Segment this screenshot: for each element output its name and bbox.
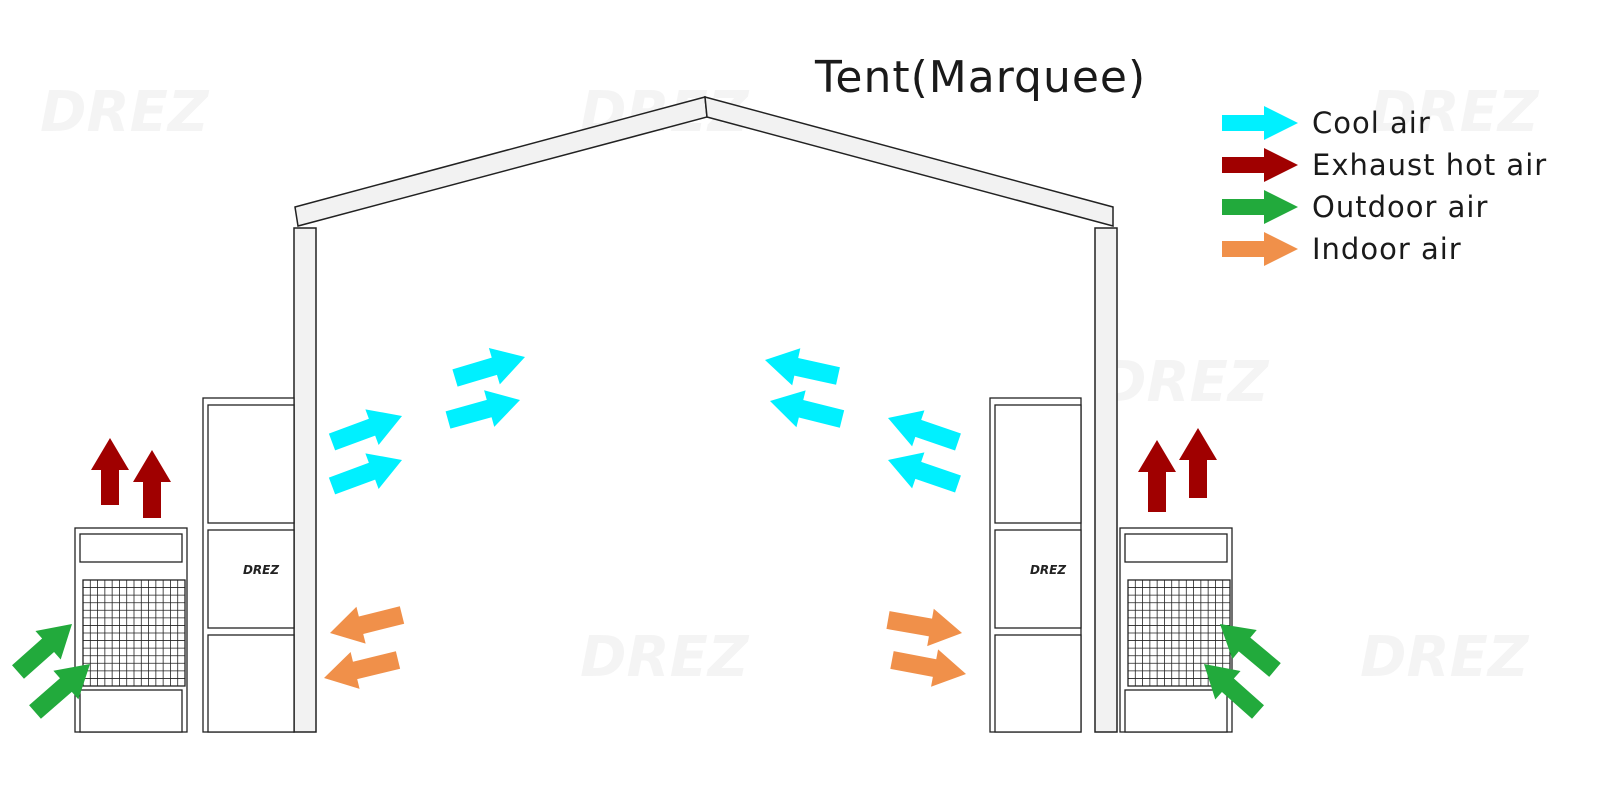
exhaust-air-arrow-icon: [1179, 428, 1217, 498]
unit-logo: DREZ: [243, 563, 279, 577]
cool-air-arrow-icon: [328, 453, 402, 495]
cool-air-arrow-icon: [445, 390, 520, 429]
watermark: DREZ: [1100, 350, 1268, 415]
cool-air-arrow-icon: [764, 348, 840, 386]
tent-pole-left: [293, 227, 317, 733]
watermark: DREZ: [1370, 80, 1538, 145]
outdoor-air-arrow-icon: [1219, 624, 1281, 677]
legend-item-outdoor-air: Outdoor air: [1222, 186, 1547, 228]
outdoor-air-arrow-icon: [1204, 663, 1264, 719]
outdoor-air-arrow-icon: [1222, 190, 1298, 224]
exhaust-air-arrow-icon: [1222, 148, 1298, 182]
legend: Cool air Exhaust hot air Outdoor air Ind…: [1222, 102, 1547, 270]
outdoor-air-arrow-icon: [12, 623, 72, 679]
outdoor-unit-left: [74, 527, 188, 733]
cool-air-arrow-icon: [887, 410, 961, 451]
outdoor-unit-right: [1119, 527, 1233, 733]
cool-air-arrow-icon: [452, 347, 526, 387]
legend-label: Exhaust hot air: [1312, 148, 1548, 182]
legend-item-cool-air: Cool air: [1222, 102, 1547, 144]
tent-frame: [293, 95, 1118, 733]
legend-item-exhaust-hot-air: Exhaust hot air: [1222, 144, 1547, 186]
cool-air-arrow-icon: [769, 390, 845, 428]
legend-label: Indoor air: [1312, 232, 1462, 266]
cool-air-arrow-icon: [1222, 106, 1298, 140]
legend-item-indoor-air: Indoor air: [1222, 228, 1547, 270]
tent-roof-right: [704, 95, 1114, 227]
tent-roof-left: [294, 96, 708, 227]
indoor-air-arrow-icon: [886, 608, 963, 647]
unit-grille: [82, 579, 186, 687]
indoor-air-arrow-icon: [324, 651, 401, 689]
unit-logo: DREZ: [1030, 563, 1066, 577]
watermark: DREZ: [40, 80, 208, 145]
unit-grille: [1127, 579, 1231, 687]
watermark: DREZ: [1360, 625, 1528, 690]
watermark: DREZ: [580, 625, 748, 690]
legend-label: Cool air: [1312, 106, 1431, 140]
exhaust-air-arrow-icon: [91, 438, 129, 505]
exhaust-air-arrow-icon: [133, 450, 171, 518]
cool-air-arrow-icon: [887, 452, 961, 493]
indoor-air-arrow-icon: [329, 606, 405, 644]
diagram-title: Tent(Marquee): [815, 52, 1147, 103]
tent-pole-right: [1094, 227, 1118, 733]
indoor-unit-left: DREZ: [202, 397, 295, 733]
exhaust-air-arrow-icon: [1138, 440, 1176, 512]
legend-label: Outdoor air: [1312, 190, 1489, 224]
indoor-air-arrow-icon: [890, 649, 967, 687]
indoor-air-arrow-icon: [1222, 232, 1298, 266]
outdoor-air-arrow-icon: [29, 663, 90, 719]
indoor-unit-right: DREZ: [989, 397, 1082, 733]
cool-air-arrow-icon: [328, 409, 402, 451]
